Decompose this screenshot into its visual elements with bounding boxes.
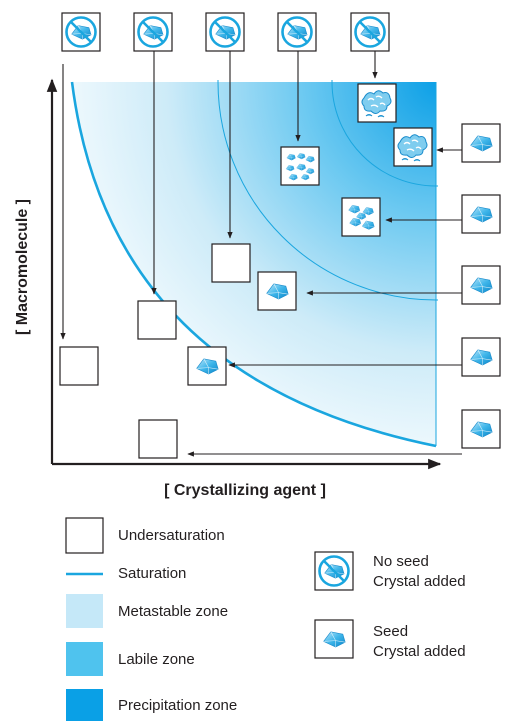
legend-undersaturation-label: Undersaturation xyxy=(118,527,225,544)
no-seed-icon xyxy=(134,13,172,51)
legend-labile-label: Labile zone xyxy=(118,651,195,668)
legend-seed-line2: Crystal added xyxy=(373,643,466,660)
large-crystal-icon xyxy=(258,272,296,310)
undersaturation-box xyxy=(137,300,177,340)
precipitate-icon xyxy=(357,83,397,123)
seed-icon xyxy=(462,195,500,233)
undersaturation-box xyxy=(211,243,251,283)
right-arrows xyxy=(187,147,462,457)
seed-icon xyxy=(462,266,500,304)
axes xyxy=(46,78,442,470)
legend-metastable: Metastable zone xyxy=(118,602,228,622)
seed-legend-icon xyxy=(315,620,353,658)
x-axis-label: [ Crystallizing agent ] xyxy=(164,482,326,499)
undersaturation-box xyxy=(138,419,178,459)
metastable-zone-area xyxy=(72,82,436,446)
top-no-seed-icons xyxy=(62,13,389,51)
legend-seed-line1: Seed xyxy=(373,623,409,640)
legend-precipitation: Precipitation zone xyxy=(118,696,237,716)
precipitate-icon xyxy=(393,127,433,167)
seed-icon xyxy=(462,410,500,448)
crystal-few-icon xyxy=(342,198,380,236)
plot-boxes xyxy=(59,83,433,459)
legend-seed: Seed Crystal added xyxy=(373,622,466,662)
right-seed-icons xyxy=(462,124,500,448)
legend-undersaturation: Undersaturation xyxy=(118,526,225,546)
legend-precipitation-label: Precipitation zone xyxy=(118,697,238,714)
y-axis-label: [ Macromolecule ] xyxy=(14,198,31,336)
labile-swatch xyxy=(66,642,103,676)
legend-no-seed-line2: Crystal added xyxy=(373,573,466,590)
no-seed-icon xyxy=(206,13,244,51)
legend-saturation: Saturation xyxy=(118,564,186,584)
seed-icon xyxy=(462,124,500,162)
crystal-cluster-icon xyxy=(281,147,319,185)
precipitation-swatch xyxy=(66,689,103,721)
legend-swatches xyxy=(65,517,353,721)
saturation-curve xyxy=(70,81,437,448)
legend-no-seed-line1: No seed xyxy=(373,553,429,570)
undersaturation-box xyxy=(59,346,99,386)
legend-metastable-label: Metastable zone xyxy=(118,603,229,620)
legend-no-seed: No seed Crystal added xyxy=(373,552,466,592)
zone-regions xyxy=(72,80,438,446)
top-arrows xyxy=(60,51,378,340)
no-seed-icon xyxy=(278,13,316,51)
metastable-swatch xyxy=(66,594,103,628)
grown-crystal-icon xyxy=(188,347,226,385)
no-seed-icon xyxy=(351,13,389,51)
undersaturation-swatch xyxy=(65,517,104,554)
no-seed-icon xyxy=(62,13,100,51)
no-seed-legend-icon xyxy=(315,552,353,590)
legend-saturation-label: Saturation xyxy=(118,565,187,582)
legend-labile: Labile zone xyxy=(118,650,195,670)
seed-icon xyxy=(462,338,500,376)
